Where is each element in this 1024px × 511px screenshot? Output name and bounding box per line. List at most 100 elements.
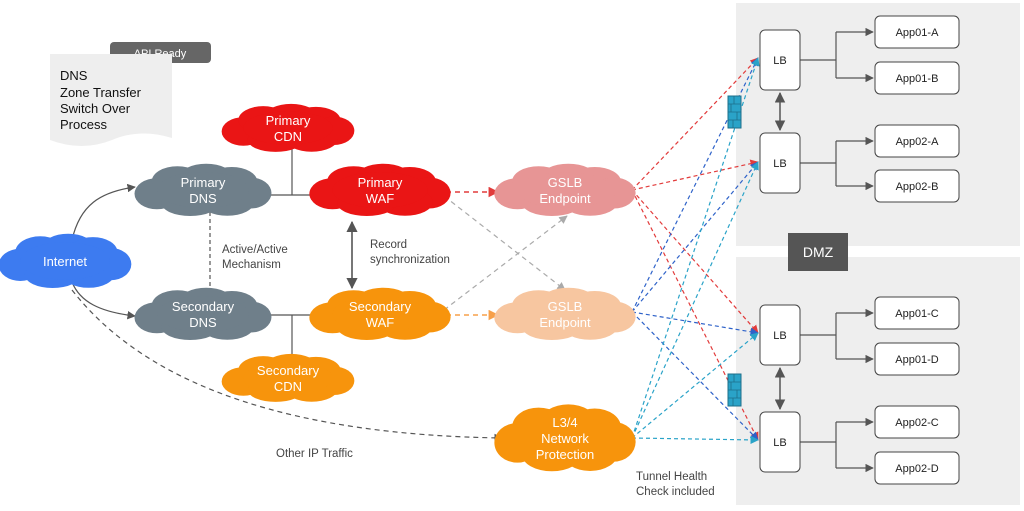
cloud-puff [517, 296, 613, 332]
gslb-primary-label: Endpoint [539, 191, 591, 206]
load-balancer-bottom-1 [759, 304, 801, 366]
app-box [874, 124, 960, 158]
waf-primary-to-gslb-secondary-arrow [443, 195, 566, 291]
primary-waf-label: Primary [358, 175, 403, 190]
note-line: Process [60, 117, 107, 132]
endpoint-to-lb-dashed-link [631, 57, 760, 439]
load-balancer-top-1 [759, 29, 801, 91]
app-box [874, 451, 960, 485]
l34-protection-label: Protection [536, 447, 595, 462]
primary-cdn-label: Primary [266, 113, 311, 128]
record-sync-line: synchronization [370, 254, 450, 266]
load-balancer-top-2 [759, 132, 801, 194]
primary-waf-label: WAF [366, 191, 394, 206]
dmz-label: DMZ [803, 244, 834, 260]
app-box [874, 61, 960, 95]
cloud-puff [156, 296, 250, 332]
note-line: DNS [60, 68, 88, 83]
dmz-badge [788, 233, 848, 271]
endpoint-to-lb-dashed-link [631, 189, 759, 334]
primary-dns-label: Primary [181, 175, 226, 190]
secondary-cdn-label: Secondary [257, 363, 320, 378]
cloud-puff [332, 172, 428, 208]
gslb-secondary-label: Endpoint [539, 315, 591, 330]
active-active-label: Active/Active Mechanism [222, 244, 291, 271]
app-label: App02-A [896, 136, 939, 148]
active-active-line: Active/Active [222, 244, 288, 256]
note-document [50, 54, 172, 146]
note-line: Switch Over [60, 101, 131, 116]
firewall-icon [727, 373, 742, 407]
app-label: App01-B [896, 73, 939, 85]
app-label: App02-D [895, 463, 938, 475]
app-label: App01-A [896, 27, 939, 39]
tunnel-health-line: Check included [636, 486, 715, 498]
app-label: App01-D [895, 354, 938, 366]
internet-label: Internet [43, 254, 87, 269]
endpoint-to-lb-dashed-link [631, 161, 759, 439]
internet-to-primary-dns-arrow [71, 183, 136, 241]
cloud-puff [332, 296, 428, 332]
app-box [874, 169, 960, 203]
secondary-waf-label: Secondary [349, 299, 412, 314]
cloud-puff [243, 111, 333, 145]
note-text: DNS Zone Transfer Switch Over Process [60, 68, 145, 132]
cloud-puff [156, 172, 250, 208]
lb-label: LB [773, 437, 786, 449]
other-ip-traffic-label: Other IP Traffic [276, 448, 353, 460]
app-label: App02-C [895, 417, 938, 429]
app-box [874, 296, 960, 330]
l34-protection-label: Network [541, 431, 589, 446]
endpoint-to-lb-dashed-link [631, 57, 759, 313]
lb-label: LB [773, 55, 786, 67]
load-balancer-bottom-2 [759, 411, 801, 473]
cloud-puff [517, 414, 613, 462]
internet-cloud: Internet [0, 233, 132, 289]
gslb-primary-label: GSLB [548, 175, 583, 190]
l34-protection-label: L3/4 [552, 415, 577, 430]
secondary-dns-label: Secondary [172, 299, 235, 314]
note-line: Zone Transfer [60, 85, 142, 100]
primary-cdn-label: CDN [274, 129, 302, 144]
waf-secondary-to-gslb-primary-arrow [443, 215, 568, 311]
gslb-secondary-label: GSLB [548, 299, 583, 314]
record-sync-label: Record synchronization [370, 239, 450, 266]
secondary-waf-label: WAF [366, 315, 394, 330]
cloud-puff [20, 242, 110, 280]
primary-dns-label: DNS [189, 191, 217, 206]
tunnel-health-label: Tunnel Health Check included [636, 471, 715, 498]
endpoint-to-lb-dashed-link [631, 311, 759, 441]
app-label: App01-C [895, 308, 938, 320]
secondary-dns-label: DNS [189, 315, 217, 330]
other-ip-traffic-arrow [71, 289, 503, 443]
record-sync-line: Record [370, 239, 407, 251]
lb-label: LB [773, 330, 786, 342]
firewall-icon [727, 95, 742, 129]
app-label: App02-B [896, 181, 939, 193]
endpoint-to-lb-dashed-link [631, 57, 759, 191]
secondary-cdn-label: CDN [274, 379, 302, 394]
lb-label: LB [773, 158, 786, 170]
endpoint-to-lb-dashed-link [631, 332, 759, 439]
endpoint-to-lb-dashed-link [631, 311, 759, 336]
endpoint-to-lb-dashed-link [631, 161, 759, 313]
endpoint-to-lb-dashed-link [631, 159, 759, 191]
app-box [874, 15, 960, 49]
active-active-line: Mechanism [222, 259, 281, 271]
app-box [874, 405, 960, 439]
connector-layer [71, 27, 874, 473]
app-box [874, 342, 960, 376]
tunnel-health-line: Tunnel Health [636, 471, 707, 483]
cloud-puff [517, 172, 613, 208]
endpoint-to-lb-dashed-link [631, 435, 759, 445]
